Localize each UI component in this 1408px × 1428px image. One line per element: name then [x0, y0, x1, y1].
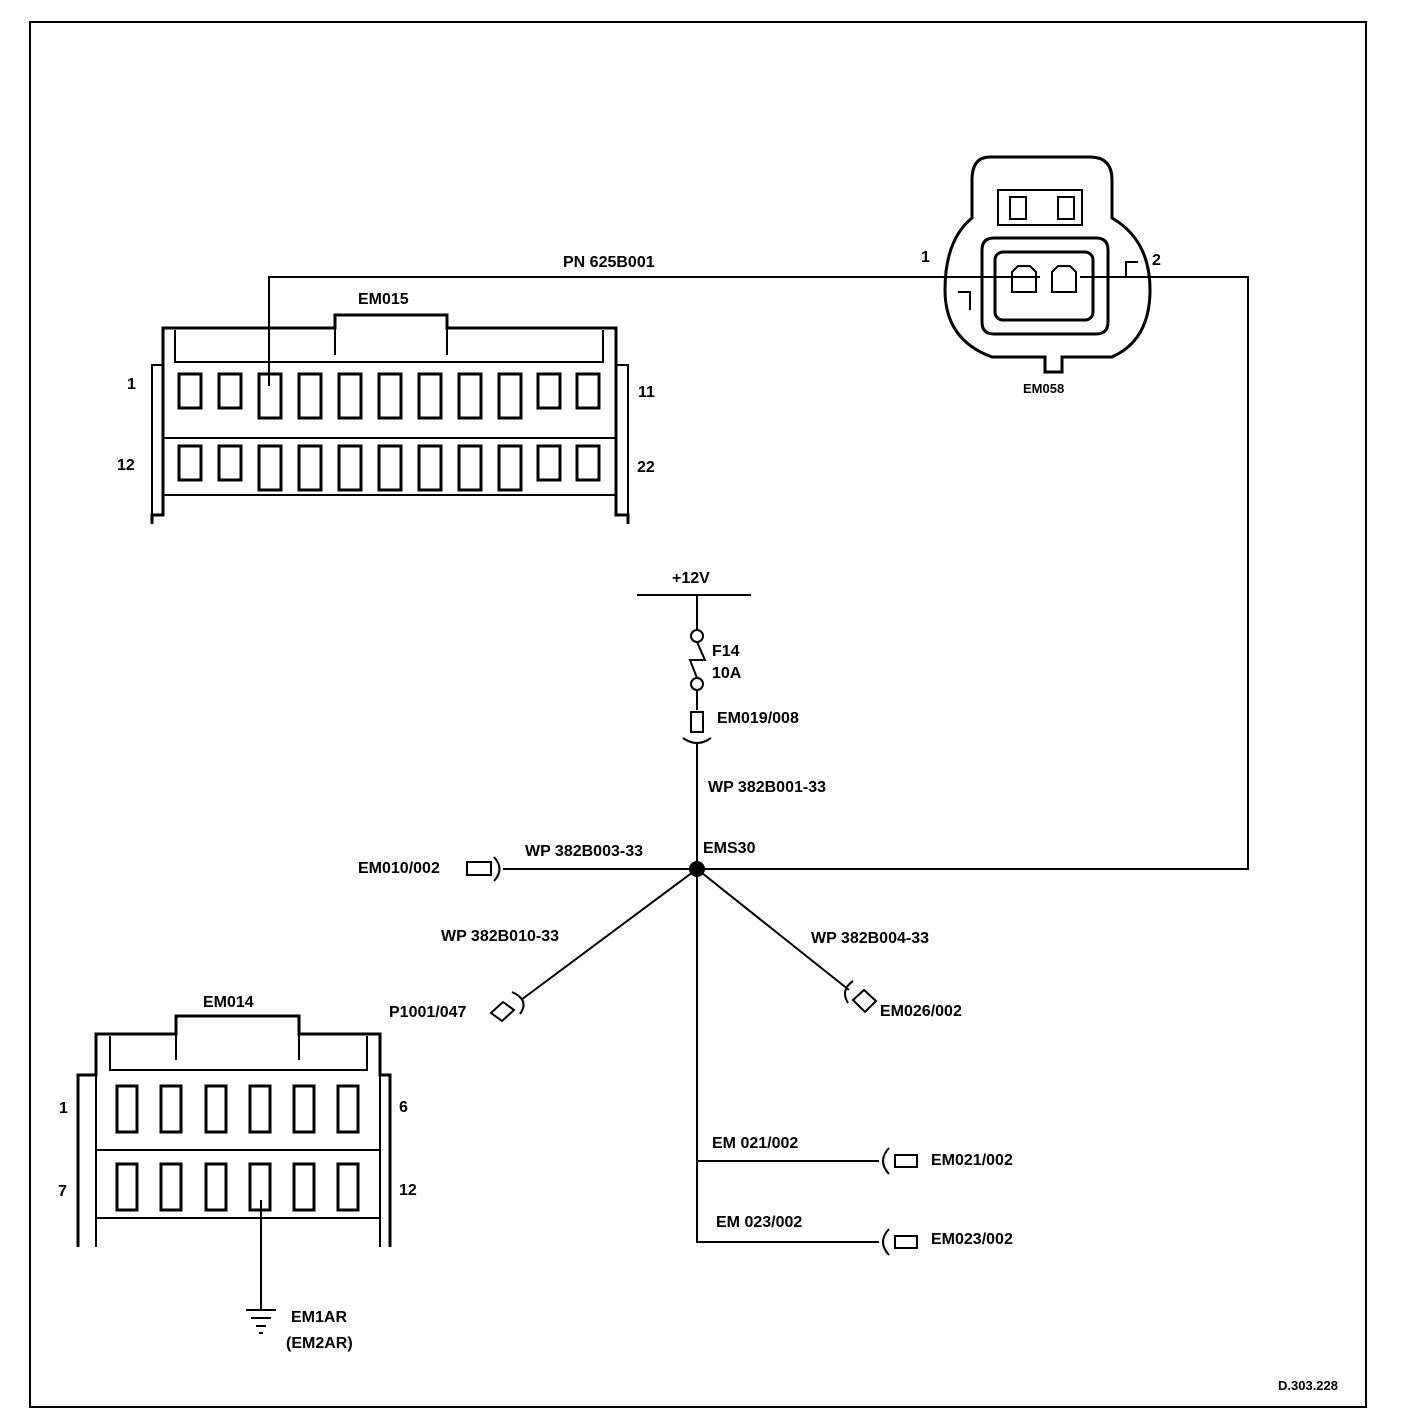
terminal-em021[interactable]: EM021/002 — [882, 1147, 1013, 1175]
fuse-connector-label: EM019/008 — [717, 710, 799, 727]
em058-housing — [943, 155, 1152, 374]
connector-em058[interactable]: EM058 1 2 — [921, 155, 1161, 396]
power-supply: +12V — [637, 570, 751, 630]
wire-em058-pin2-to-ems30 — [697, 276, 1249, 870]
terminal-em010-label: EM010/002 — [358, 860, 440, 877]
fuse-rating-label: 10A — [712, 665, 742, 682]
em015-housing — [150, 313, 630, 524]
em015-label: EM015 — [358, 291, 409, 308]
wire-em-023-label: EM 023/002 — [716, 1214, 802, 1231]
em058-label: EM058 — [1023, 381, 1064, 396]
terminal-em023-label: EM023/002 — [931, 1231, 1013, 1248]
em015-pins — [177, 372, 601, 492]
fuse-f14[interactable]: F14 10A — [688, 629, 742, 691]
supply-label: +12V — [672, 570, 710, 587]
em015-pin-22-label: 22 — [637, 459, 655, 476]
em014-pin-1-label: 1 — [59, 1100, 68, 1117]
em014-pin-12-label: 12 — [399, 1182, 417, 1199]
terminal-em021-label: EM021/002 — [931, 1152, 1013, 1169]
wire-wp-382b004-label: WP 382B004-33 — [811, 930, 929, 947]
em015-pin-12-label: 12 — [117, 457, 135, 474]
em014-pin-6-label: 6 — [399, 1099, 408, 1116]
ground-primary-label: EM1AR — [291, 1309, 347, 1326]
wire-wp-382b004 — [696, 868, 850, 991]
wire-trunk-down — [696, 869, 879, 1243]
em014-pins — [115, 1084, 360, 1212]
terminal-p1001[interactable]: P1001/047 — [389, 991, 525, 1023]
ground-alternate-label: (EM2AR) — [286, 1335, 353, 1352]
wire-pn-625b001 — [268, 276, 1040, 386]
em015-pin-11-label: 11 — [638, 384, 655, 401]
em058-pin-1-label: 1 — [921, 249, 930, 266]
terminal-em010[interactable]: EM010/002 — [358, 856, 501, 882]
em014-housing — [76, 1014, 392, 1247]
diagram-code: D.303.228 — [1278, 1378, 1338, 1393]
fuse-connector-em019[interactable]: EM019/008 — [682, 710, 799, 744]
terminal-em026-label: EM026/002 — [880, 1003, 962, 1020]
wire-wp-382b010-label: WP 382B010-33 — [441, 928, 559, 945]
connector-em015[interactable]: EM015 1 11 12 22 — [117, 291, 655, 524]
wire-wp-382b001-label: WP 382B001-33 — [708, 779, 826, 796]
em015-pin-1-label: 1 — [127, 376, 136, 393]
connector-em014[interactable]: EM014 1 6 7 12 — [58, 994, 417, 1247]
terminal-em026[interactable]: EM026/002 — [843, 980, 962, 1020]
diagram-frame — [29, 21, 1367, 1408]
ground-symbol — [246, 1309, 276, 1334]
splice-ems30-label: EMS30 — [703, 840, 756, 857]
em058-pin-2-label: 2 — [1152, 252, 1161, 269]
em014-label: EM014 — [203, 994, 254, 1011]
fuse-id-label: F14 — [712, 643, 740, 660]
wire-pn-625b001-label: PN 625B001 — [563, 254, 655, 271]
wire-wp-382b010 — [520, 868, 698, 1001]
terminal-em023[interactable]: EM023/002 — [882, 1228, 1013, 1256]
wire-em-021-label: EM 021/002 — [712, 1135, 798, 1152]
em014-pin-7-label: 7 — [58, 1183, 67, 1200]
terminal-p1001-label: P1001/047 — [389, 1004, 467, 1021]
wire-wp-382b003-label: WP 382B003-33 — [525, 843, 643, 860]
